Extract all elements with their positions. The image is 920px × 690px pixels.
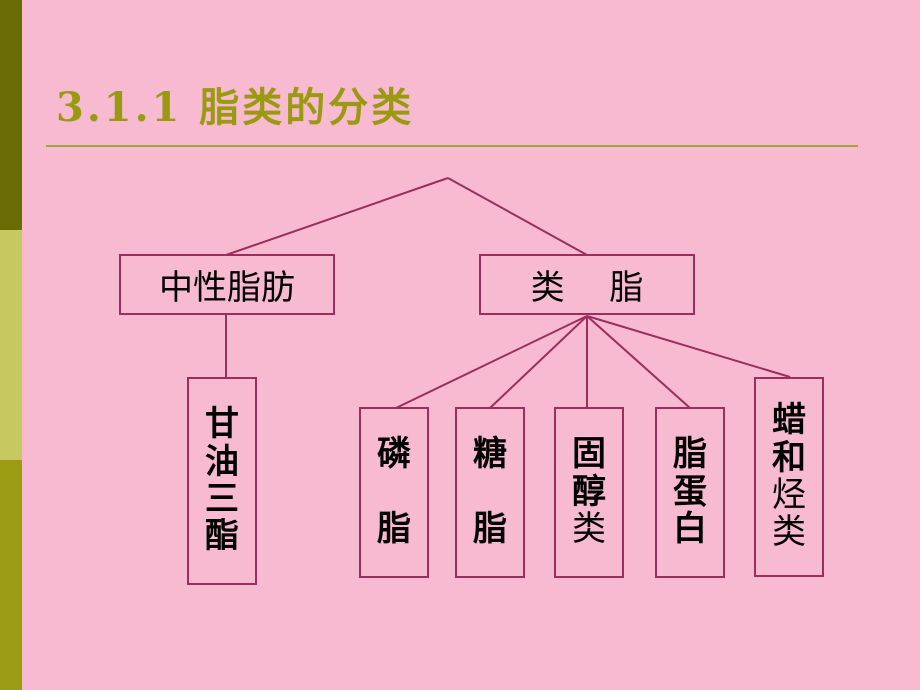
connector-lipoid-glycolipid (489, 315, 588, 409)
char: 烃 (772, 475, 806, 515)
char: 蜡 (772, 400, 806, 441)
node-lipoprotein: 脂 蛋 白 (655, 407, 725, 578)
char (484, 474, 496, 511)
title-underline (46, 145, 858, 147)
char: 白 (673, 509, 707, 550)
node-glycolipid: 糖 脂 (455, 407, 525, 578)
connector-root-right (447, 177, 588, 256)
char: 甘 (205, 404, 239, 445)
char: 酯 (205, 516, 239, 557)
decor-bar-middle (0, 230, 22, 460)
char: 脂 (473, 509, 507, 550)
char (388, 474, 400, 511)
slide-title: 3.1.1 脂类的分类 (56, 84, 415, 131)
char: 类 (572, 509, 606, 550)
node-wax-terpene: 蜡 和 烃 类 (754, 377, 824, 577)
decor-bar-bottom (0, 460, 22, 690)
char: 和 (772, 437, 806, 478)
char: 糖 (473, 434, 507, 475)
char: 固 (572, 434, 606, 475)
node-neutral-fat: 中性脂肪 (119, 254, 335, 315)
char: 脂 (673, 434, 707, 475)
connector-root-left (225, 177, 449, 256)
char: 脂 (377, 509, 411, 550)
node-neutral-fat-label: 中性脂肪 (159, 268, 295, 308)
node-phospholipid: 磷 脂 (359, 407, 429, 578)
node-lipoid: 类 脂 (479, 254, 695, 315)
node-sterol: 固 醇 类 (554, 407, 624, 578)
node-triglyceride: 甘 油 三 酯 (187, 377, 257, 585)
char: 蛋 (673, 471, 707, 512)
node-lipoid-label: 类 脂 (530, 268, 644, 308)
char: 醇 (572, 471, 606, 512)
char: 三 (205, 479, 239, 519)
connector-lipoid-wax (586, 315, 791, 378)
char: 磷 (377, 434, 411, 475)
connector-lipoid-phospholipid (395, 315, 588, 409)
char: 类 (772, 512, 806, 553)
char: 油 (205, 441, 239, 482)
connector-lipoid-lipoprotein (586, 315, 691, 409)
decor-bar-top (0, 0, 22, 230)
